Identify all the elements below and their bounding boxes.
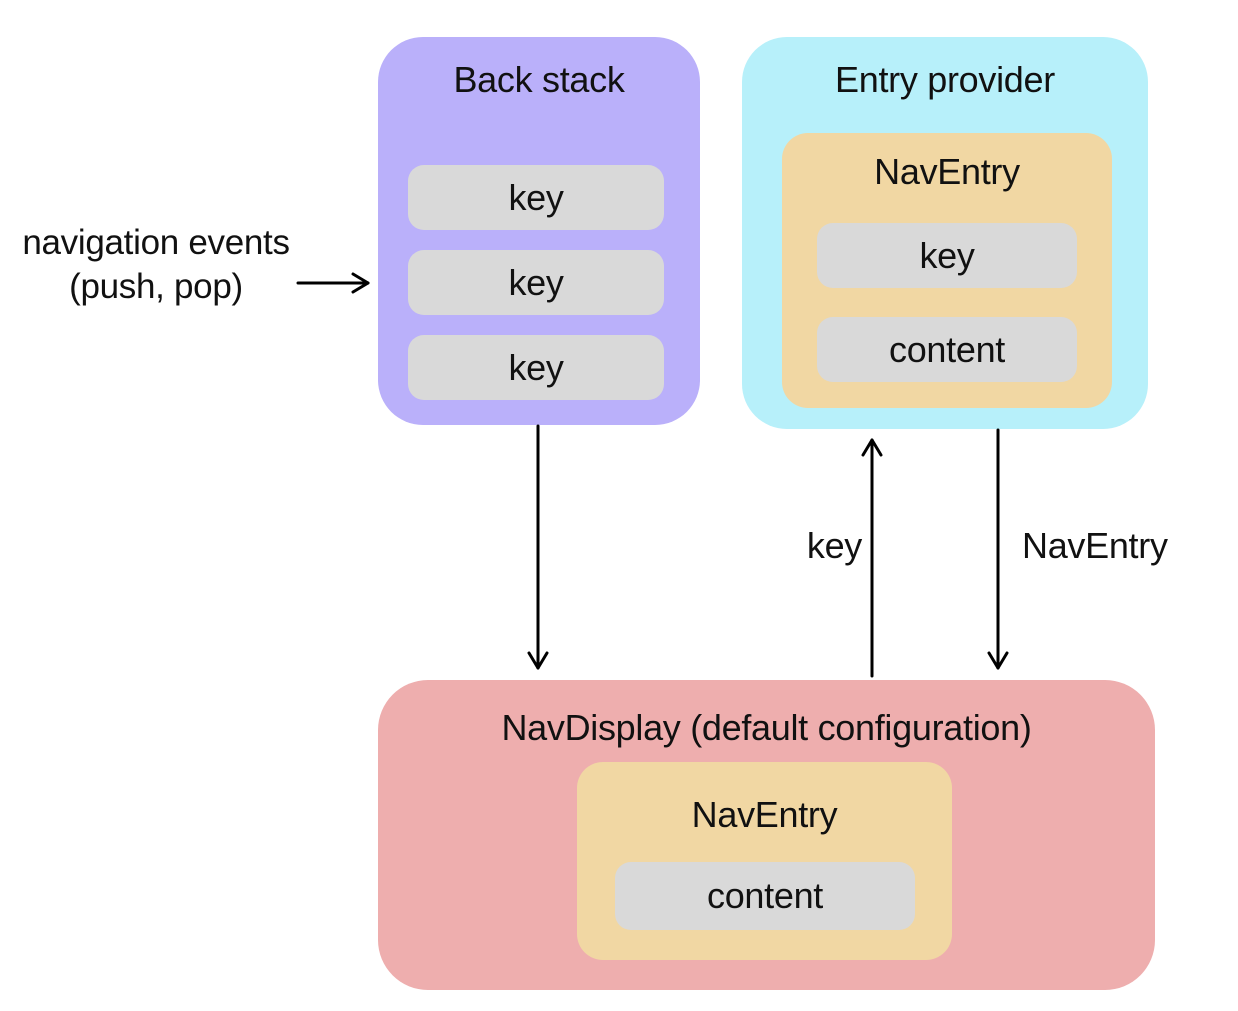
nav-entry-arrow-label: NavEntry — [1022, 525, 1168, 566]
navigation-events-line2: (push, pop) — [69, 267, 243, 306]
nav-display-box: NavDisplay (default configuration) NavEn… — [378, 680, 1155, 990]
nav-display-title: NavDisplay (default configuration) — [501, 707, 1032, 748]
entry-provider-box: Entry provider NavEntry key content — [742, 37, 1148, 429]
entry-provider-nav-entry-box: NavEntry key content — [782, 133, 1112, 408]
back-stack-box: Back stack key key key — [378, 37, 700, 425]
navigation-events-line1: navigation events — [22, 223, 290, 262]
entry-provider-key-item: key — [817, 223, 1077, 288]
entry-provider-nav-entry-title: NavEntry — [874, 151, 1020, 192]
entry-provider-content-item: content — [817, 317, 1077, 382]
back-stack-key-item-3: key — [408, 335, 664, 400]
entry-provider-title: Entry provider — [835, 59, 1055, 100]
key-arrow-label: key — [806, 525, 862, 566]
nav-display-nav-entry-box: NavEntry content — [577, 762, 952, 960]
navigation-events-label: navigation events (push, pop) — [0, 221, 312, 309]
nav-display-content-item: content — [615, 862, 915, 930]
back-stack-key-item-1: key — [408, 165, 664, 230]
back-stack-title: Back stack — [453, 59, 625, 100]
nav-display-nav-entry-title: NavEntry — [691, 794, 838, 835]
back-stack-key-item-2: key — [408, 250, 664, 315]
